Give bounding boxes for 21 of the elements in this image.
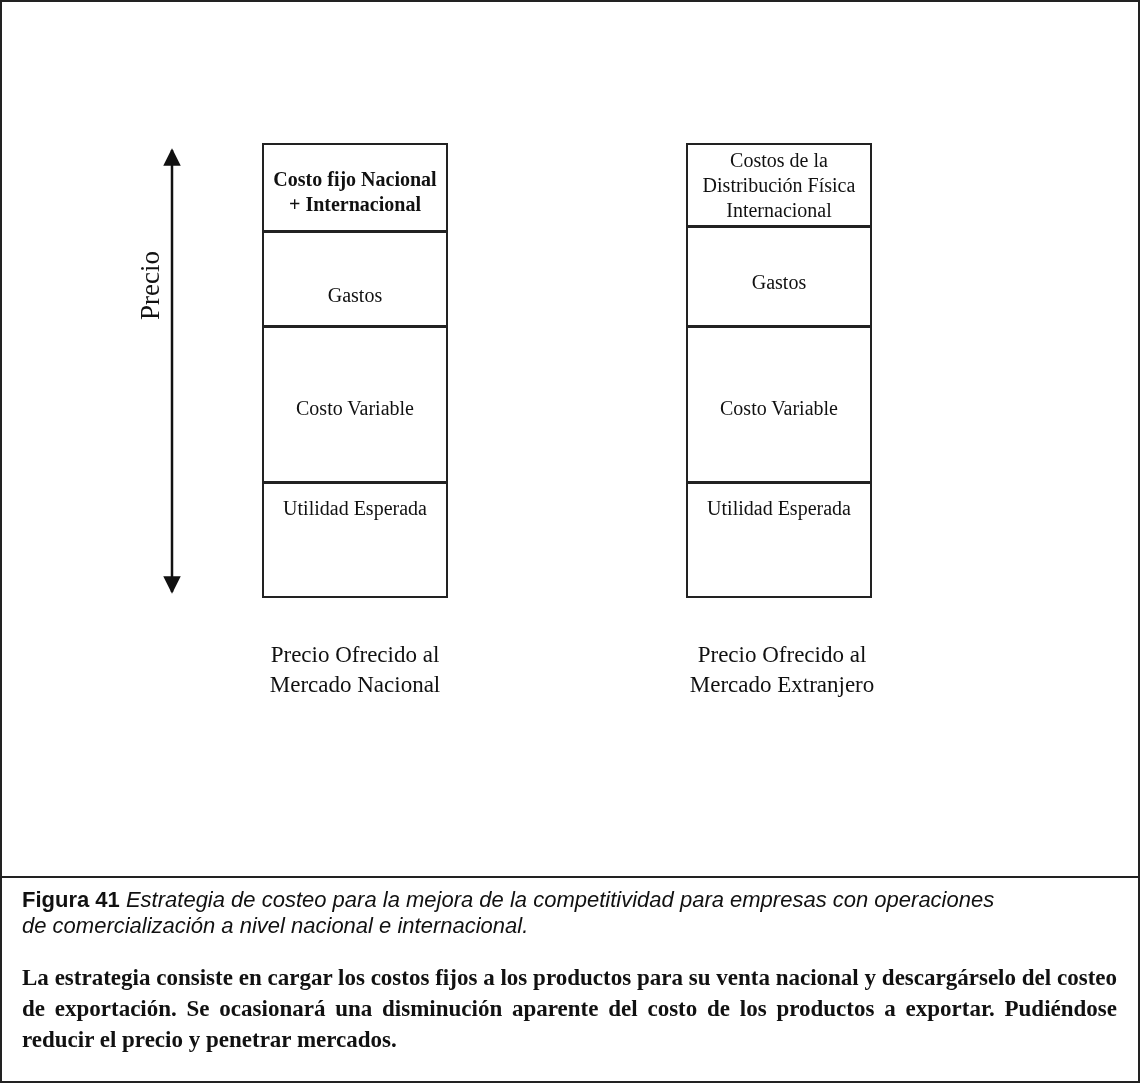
column-caption: Precio Ofrecido al Mercado Extranjero bbox=[688, 641, 876, 699]
box-text: Gastos bbox=[327, 283, 383, 308]
box-text: Costo Variable bbox=[720, 396, 838, 421]
cost-box bbox=[262, 143, 448, 232]
cost-box bbox=[686, 326, 872, 483]
box-text: Gastos bbox=[751, 270, 807, 295]
box-text: Costo Variable bbox=[296, 396, 414, 421]
cost-box bbox=[262, 231, 448, 327]
axis-label: Precio bbox=[134, 250, 166, 322]
cost-box bbox=[686, 226, 872, 327]
column-caption: Precio Ofrecido al Mercado Nacional bbox=[268, 641, 442, 699]
cost-box bbox=[686, 143, 872, 227]
figure-caption: Figura 41 Estrategia de costeo para la mejora de la competitividad para empresas con operaciones de comercialización a nivel nacional e internacional. bbox=[22, 887, 996, 940]
cost-box bbox=[686, 482, 872, 598]
box-text: Utilidad Esperada bbox=[707, 496, 851, 521]
cost-box bbox=[262, 482, 448, 598]
description-paragraph: La estrategia consiste en cargar los costos fijos a los productos para su venta nacional y descargárselo del costeo de exportación. Se ocasionará una disminución aparente del costo de los productos a exportar. Pudiéndose reducir el precio y penetrar mercados. bbox=[22, 964, 1117, 1055]
box-text: Utilidad Esperada bbox=[283, 496, 427, 521]
box-text: Costos de la Distribución Física Internacional bbox=[701, 148, 857, 223]
cost-box bbox=[262, 326, 448, 483]
box-text: Costo fijo Nacional + Internacional bbox=[272, 167, 438, 217]
